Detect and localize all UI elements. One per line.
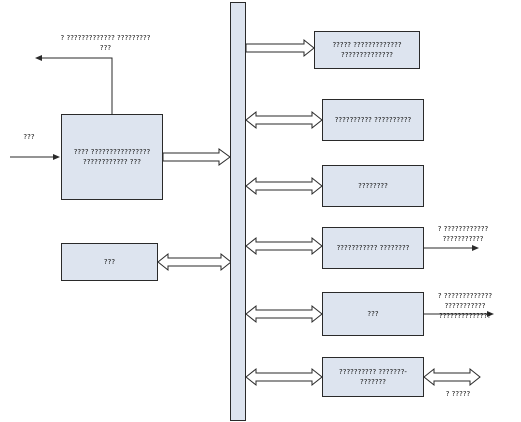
block-r4: ??????????? ????????	[322, 227, 424, 269]
bus-r6-arrow	[245, 367, 323, 387]
block-r5: ???	[322, 292, 424, 336]
label-left-input: ???	[23, 133, 35, 141]
bus-r2-arrow	[245, 110, 323, 130]
bus-r4-arrow	[245, 236, 323, 256]
bus-r3-arrow	[245, 176, 323, 196]
block-r1: ????? ????????????? ??????????????	[314, 31, 420, 69]
system-bus	[230, 2, 246, 421]
cpu-to-bus-arrow	[162, 148, 231, 166]
block-cpu: ???? ???????????????? ???????????? ???	[61, 114, 163, 200]
block-left-small: ???	[61, 243, 158, 281]
label-r4-output: ? ???????????? ???????????	[437, 225, 489, 243]
block-r3: ????????	[322, 165, 424, 207]
label-r5-output: ? ????????????? ??????????? ????????????…	[437, 292, 493, 320]
bus-r5-arrow	[245, 304, 323, 324]
bus-to-r1-arrow	[245, 38, 315, 58]
block-r2: ?????????? ??????????	[322, 99, 424, 141]
label-top-output: ? ????????????? ????????? ???	[60, 34, 151, 52]
r6-external-arrow	[423, 367, 481, 387]
cpu-output-line	[35, 55, 113, 114]
block-r6: ?????????? ???????- ???????	[322, 357, 424, 397]
label-r6-output: ? ?????	[445, 390, 471, 398]
left-small-bus-arrow	[157, 252, 232, 272]
